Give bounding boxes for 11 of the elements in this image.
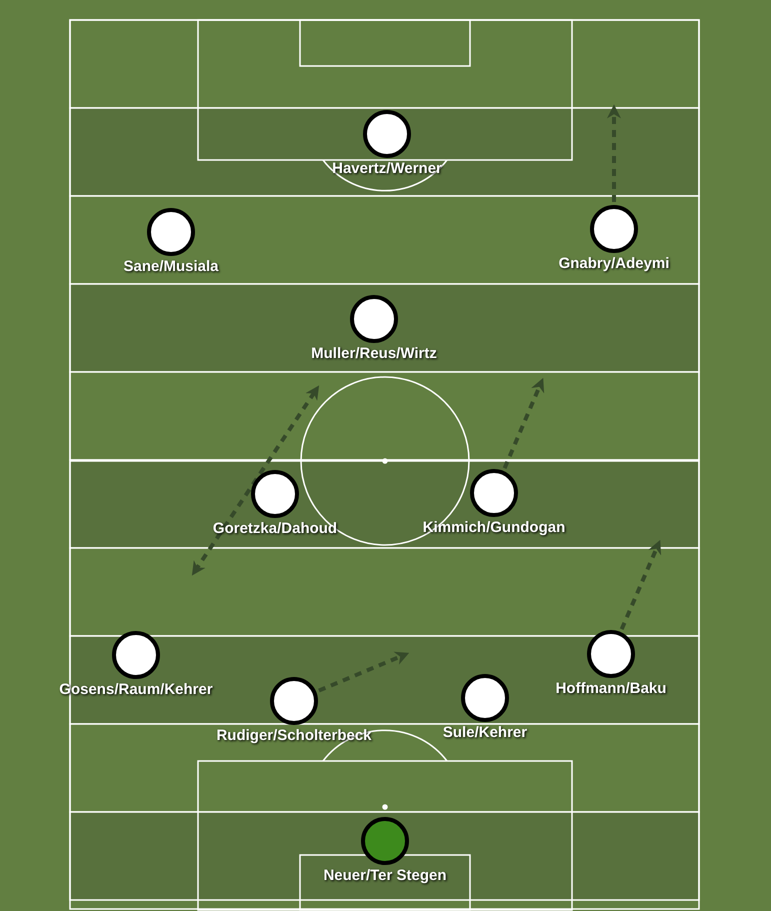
player-name: Muller/Reus/Wirtz (311, 345, 437, 363)
player-name: Hoffmann/Baku (556, 680, 666, 698)
player-name: Neuer/Ter Stegen (323, 867, 447, 885)
movement-arrow (607, 104, 621, 202)
player-name: Goretzka/Dahoud (212, 520, 338, 538)
player-name: Gnabry/Adeymi (558, 255, 670, 273)
movement-arrow (502, 378, 544, 469)
movement-arrow (620, 540, 662, 630)
player-name: Sule/Kehrer (442, 724, 528, 742)
movement-arrow (318, 652, 410, 692)
player-name: Sane/Musiala (123, 258, 219, 276)
